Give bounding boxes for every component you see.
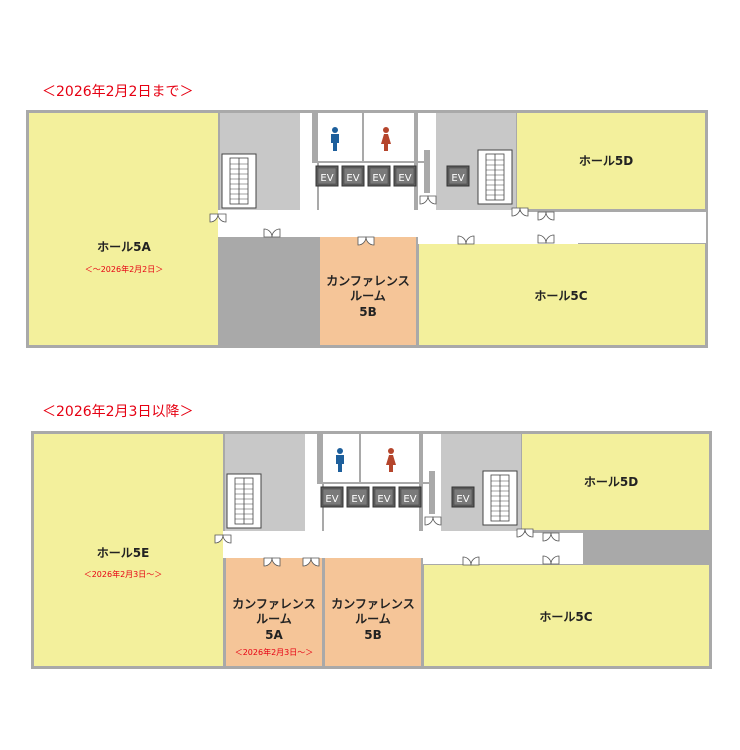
- hall-5e: [34, 434, 223, 666]
- conference-5a-label: 5A: [265, 628, 283, 642]
- conference-5b: [320, 237, 416, 345]
- hall-5c-label: ホール5C: [534, 289, 587, 303]
- conference-5b-label: 5B: [364, 628, 382, 642]
- conference-5a: [226, 558, 322, 666]
- hall-5a-note: ＜～2026年2月2日＞: [85, 264, 164, 274]
- conference-5b: [325, 558, 421, 666]
- hall-5a: [29, 113, 218, 345]
- hall-5e-label: ホール5E: [97, 546, 150, 560]
- conference-5b-label: ルーム: [355, 612, 391, 626]
- stairs-icon: [477, 149, 513, 205]
- conference-5b-label: カンファレンス: [331, 597, 414, 611]
- conference-5b-label: カンファレンス: [326, 274, 409, 288]
- plan-after: ＜2026年2月3日以降＞ EV EV EV EV EV: [31, 404, 712, 669]
- hall-5d: [522, 434, 709, 530]
- ev-label: EV: [398, 173, 411, 184]
- ev-label: EV: [377, 494, 390, 505]
- ev-label: EV: [372, 173, 385, 184]
- ev-label: EV: [451, 173, 464, 184]
- ev-label: EV: [346, 173, 359, 184]
- hall-5d-label: ホール5D: [584, 475, 638, 489]
- hall-5c: [419, 244, 705, 345]
- ev-label: EV: [456, 494, 469, 505]
- hall-5c: [424, 565, 709, 666]
- conference-5a-note: ＜2026年2月3日～＞: [235, 647, 314, 657]
- stairs-icon: [482, 470, 518, 526]
- hall-5c-label: ホール5C: [539, 610, 592, 624]
- plan-heading: ＜2026年2月3日以降＞: [42, 404, 193, 420]
- stairs-icon: [221, 153, 257, 209]
- ev-label: EV: [351, 494, 364, 505]
- conference-5b-label: 5B: [359, 305, 377, 319]
- hall-5a-label: ホール5A: [97, 240, 151, 254]
- plan-heading: ＜2026年2月2日まで＞: [42, 84, 193, 100]
- stairs-icon: [226, 473, 262, 529]
- conference-5a-label: カンファレンス: [232, 597, 315, 611]
- conference-5b-label: ルーム: [350, 289, 386, 303]
- ev-label: EV: [325, 494, 338, 505]
- elevator-bank: EV EV EV EV EV: [315, 165, 470, 187]
- ev-label: EV: [403, 494, 416, 505]
- hall-5d-label: ホール5D: [579, 154, 633, 168]
- corridor: [223, 531, 519, 558]
- hall-5d: [517, 113, 705, 209]
- plan-before: ＜2026年2月2日まで＞ EV EV EV EV: [26, 84, 708, 348]
- ev-label: EV: [320, 173, 333, 184]
- conference-5a-label: ルーム: [256, 612, 292, 626]
- hall-5e-note: ＜2026年2月3日～＞: [84, 569, 163, 579]
- elevator-bank: EV EV EV EV EV: [320, 486, 475, 508]
